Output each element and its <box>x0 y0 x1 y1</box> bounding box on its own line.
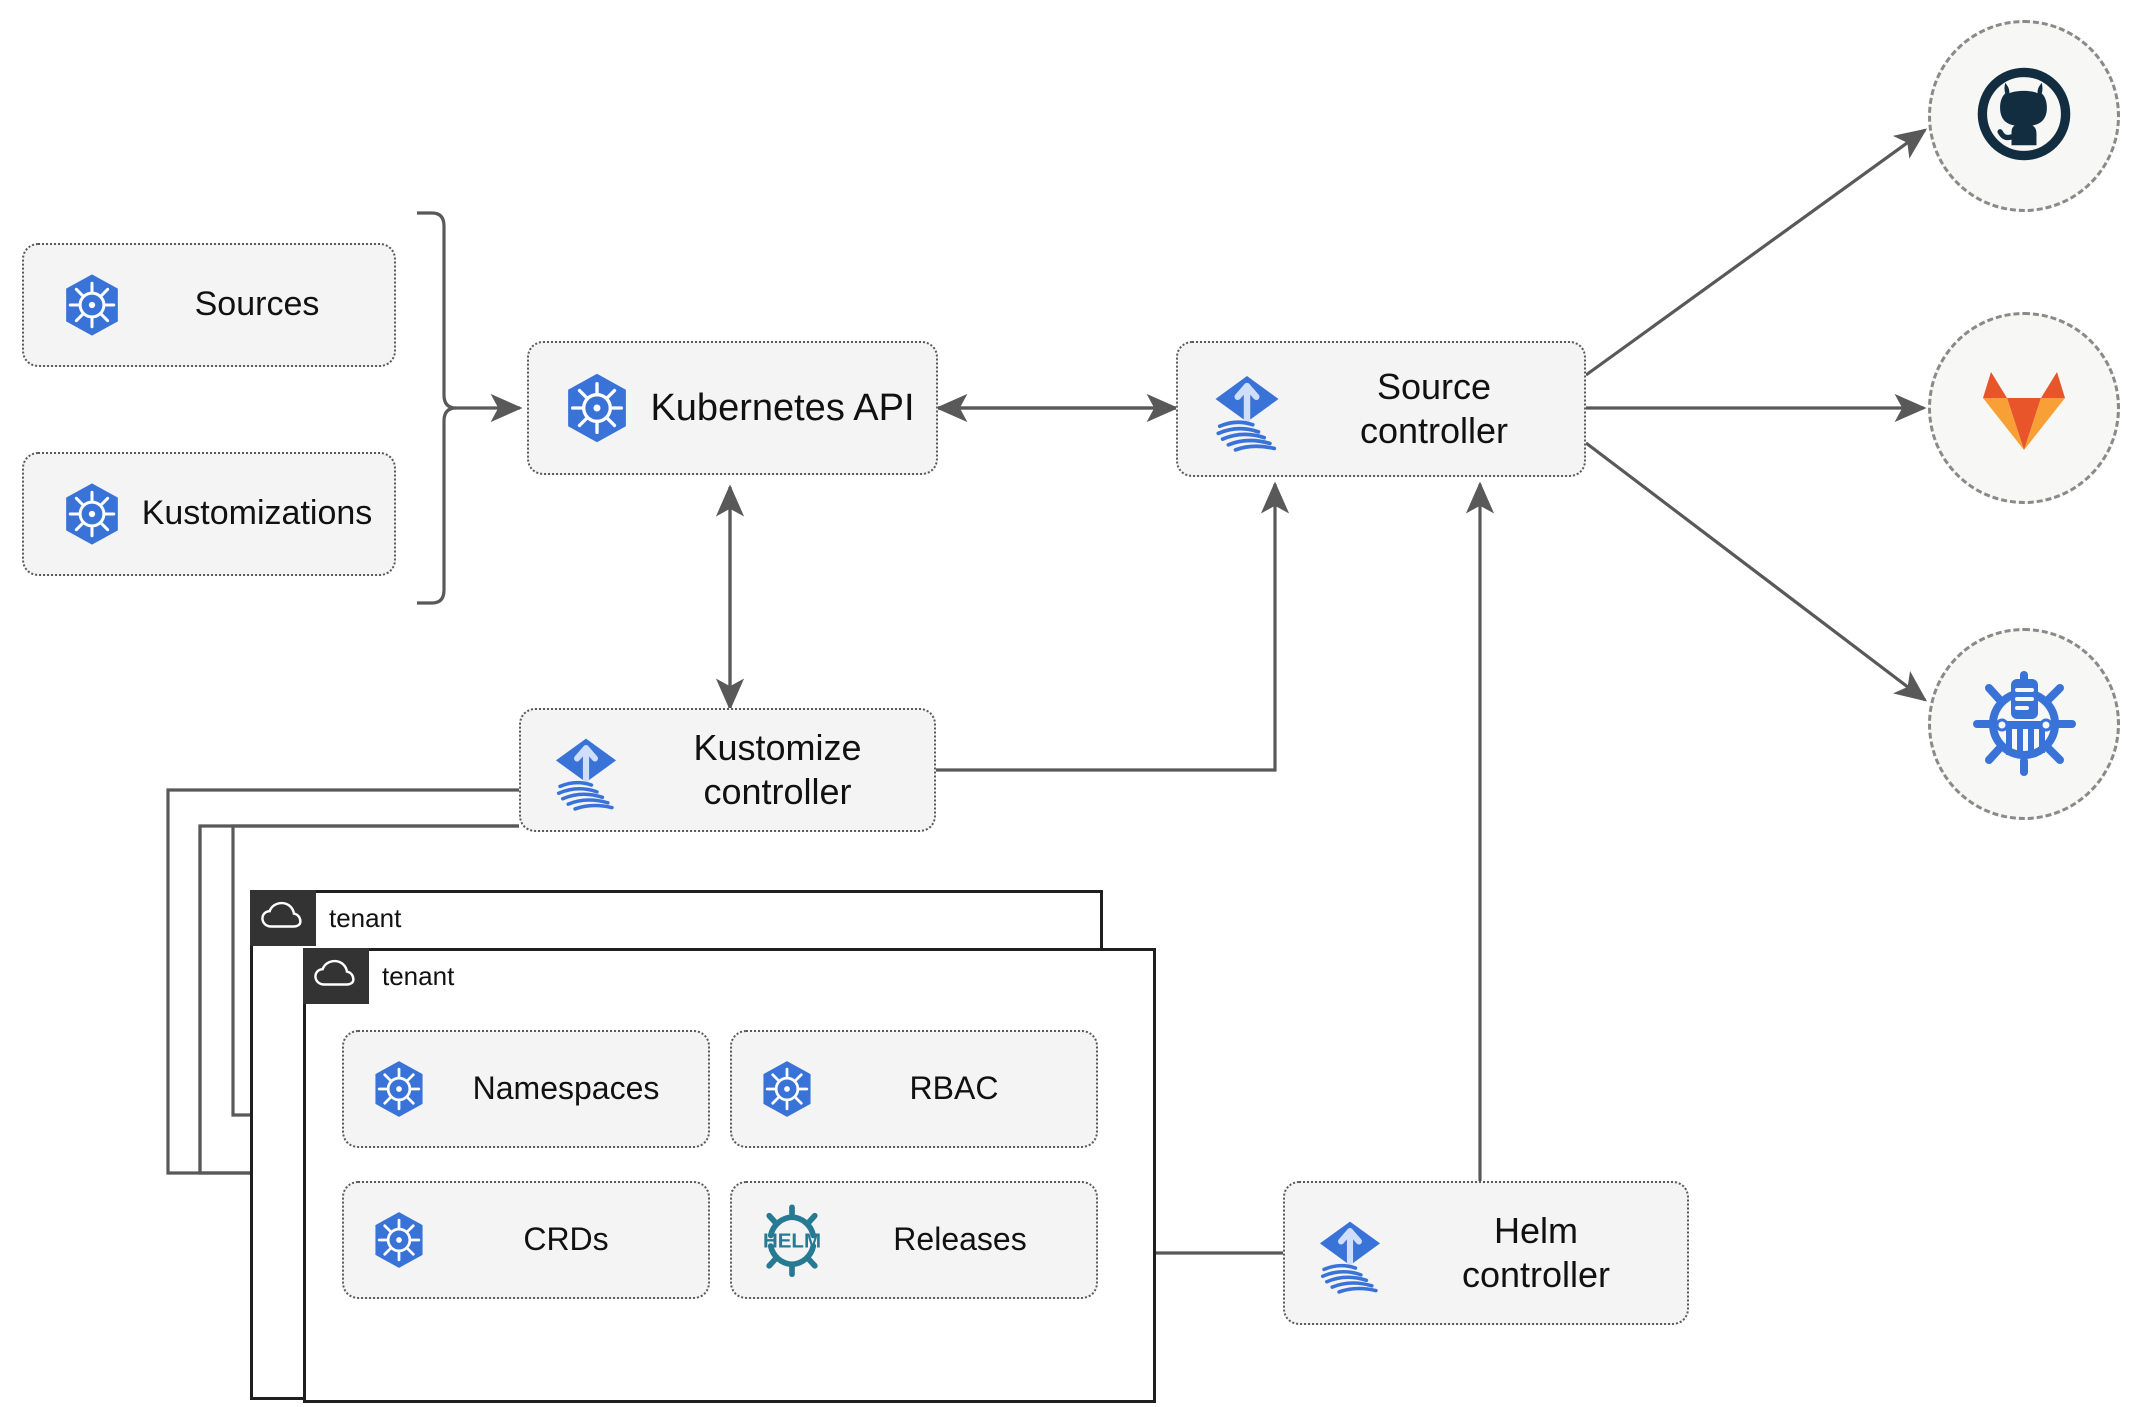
helm-icon: HELM <box>754 1202 830 1278</box>
node-kubernetes-api[interactable]: Kubernetes API <box>527 341 938 475</box>
tenant-tab <box>250 890 316 946</box>
node-label: CRDs <box>523 1221 609 1258</box>
flux-icon <box>545 729 627 811</box>
provider-github[interactable] <box>1928 20 2120 212</box>
node-sources[interactable]: Sources <box>22 243 396 367</box>
node-label: Source controller <box>1359 366 1509 451</box>
node-label: Releases <box>893 1221 1027 1258</box>
node-helm-controller[interactable]: Helm controller <box>1283 1181 1689 1325</box>
tenant-inner: tenant <box>303 948 1156 1403</box>
tenant-label: tenant <box>382 960 455 991</box>
flux-icon <box>1204 366 1290 452</box>
kubernetes-icon <box>58 480 126 548</box>
kubernetes-icon <box>58 271 126 339</box>
node-kustomize-controller[interactable]: Kustomize controller <box>519 708 936 832</box>
node-releases[interactable]: HELM Releases <box>730 1181 1098 1299</box>
node-namespaces[interactable]: Namespaces <box>342 1030 710 1148</box>
node-label: Kustomize controller <box>693 727 862 812</box>
svg-text:HELM: HELM <box>763 1230 821 1253</box>
helm-repository-icon <box>1969 667 2079 782</box>
node-crds[interactable]: CRDs <box>342 1181 710 1299</box>
github-icon <box>1972 62 2076 171</box>
node-label: Namespaces <box>472 1070 660 1107</box>
node-label: Kubernetes API <box>650 386 915 429</box>
cloud-icon <box>313 959 355 994</box>
node-rbac[interactable]: RBAC <box>730 1030 1098 1148</box>
flux-icon <box>1309 1212 1391 1294</box>
tenant-tab <box>303 948 369 1004</box>
kubernetes-icon <box>368 1209 430 1271</box>
provider-gitlab[interactable] <box>1928 312 2120 504</box>
kubernetes-icon <box>559 370 635 446</box>
node-label: Helm controller <box>1461 1210 1611 1295</box>
kubernetes-icon <box>756 1058 818 1120</box>
node-kustomizations[interactable]: Kustomizations <box>22 452 396 576</box>
gitlab-icon <box>1974 358 2074 459</box>
node-label: Kustomizations <box>141 494 373 533</box>
node-label: RBAC <box>909 1070 999 1107</box>
cloud-icon <box>260 901 302 936</box>
tenant-label: tenant <box>329 902 402 933</box>
kubernetes-icon <box>368 1058 430 1120</box>
provider-helm-repository[interactable] <box>1928 628 2120 820</box>
node-source-controller[interactable]: Source controller <box>1176 341 1586 477</box>
node-label: Sources <box>194 285 320 324</box>
